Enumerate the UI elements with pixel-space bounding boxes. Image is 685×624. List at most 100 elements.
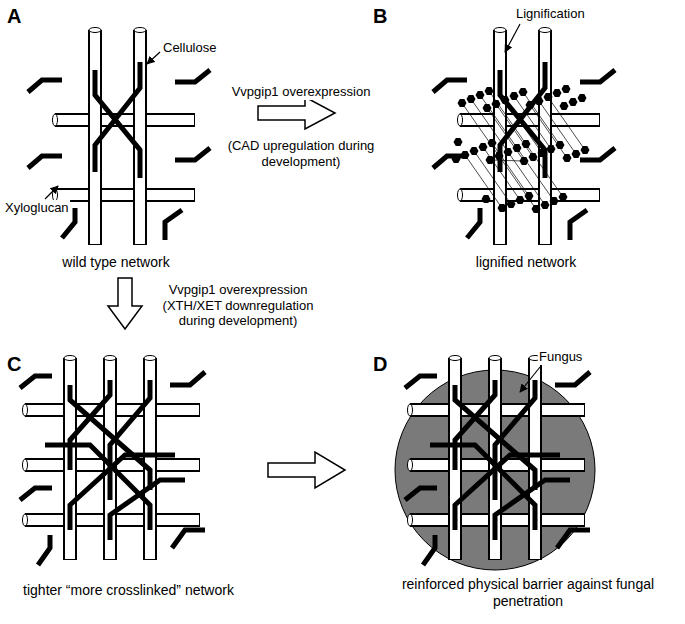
lignin-unit <box>560 102 569 110</box>
lignin-unit <box>547 145 556 153</box>
xyloglucan-chain <box>495 480 570 540</box>
cellulose-end <box>144 356 156 361</box>
lignin-unit <box>563 154 572 162</box>
lignin-unit <box>544 93 553 101</box>
lignin-link <box>548 97 585 150</box>
cellulose-fibril <box>461 115 599 125</box>
cellulose-end <box>104 356 116 361</box>
cellulose-end <box>89 28 101 33</box>
lignin-link <box>517 148 554 201</box>
lignin-unit <box>492 100 501 108</box>
panel-letter: C <box>6 352 22 376</box>
xyloglucan-chain <box>580 70 615 82</box>
leader-line <box>505 24 520 52</box>
xyloglucan-chain <box>95 62 140 172</box>
xyloglucan-chain <box>110 480 185 540</box>
panel-caption: wild type network <box>20 254 212 271</box>
lignin-unit <box>559 193 568 201</box>
block-arrow <box>258 97 335 129</box>
xyloglucan-chain <box>455 455 560 530</box>
lignin-unit <box>467 95 476 103</box>
lignin-unit <box>535 97 544 105</box>
panel-caption: lignified network <box>425 254 627 271</box>
lignin-unit <box>495 152 504 160</box>
xyloglucan-chain <box>20 488 52 500</box>
cellulose-end <box>458 114 463 126</box>
lignin-link <box>471 99 508 152</box>
cellulose-end <box>64 356 76 361</box>
lignin-unit <box>562 85 571 93</box>
lignin-unit <box>522 140 531 148</box>
panel-caption: reinforced physical barrier against fung… <box>382 576 674 610</box>
cellulose-outline <box>55 113 195 127</box>
cellulose-end <box>23 459 28 471</box>
lignin-unit <box>486 156 495 164</box>
lignin-unit <box>516 196 525 204</box>
cellulose-fibril <box>56 190 194 200</box>
lignin-link <box>499 156 536 209</box>
cellulose-end <box>449 356 461 361</box>
lignin-unit <box>538 149 547 157</box>
xyloglucan-chain <box>70 455 175 530</box>
lignin-unit <box>572 150 581 158</box>
panel-letter: B <box>372 4 388 28</box>
lignin-unit <box>553 89 562 97</box>
lignin-link <box>465 155 502 208</box>
lignin-unit <box>483 104 492 112</box>
lignin-link <box>505 100 542 153</box>
xyloglucan-chain <box>570 210 587 240</box>
xyloglucan-chain <box>555 372 590 385</box>
xyloglucan-chain <box>433 156 467 168</box>
lignin-link <box>480 95 517 148</box>
xyloglucan-chain <box>467 208 480 238</box>
lignin-unit <box>556 141 565 149</box>
part-label: Lignification <box>515 6 586 22</box>
xyloglucan-chain <box>172 530 205 548</box>
lignin-unit <box>525 192 534 200</box>
lignin-unit <box>479 143 488 151</box>
xyloglucan-chain <box>557 530 590 548</box>
block-arrow <box>268 452 345 488</box>
lignin-link <box>487 108 524 161</box>
part-label: Fungus <box>538 349 583 365</box>
xyloglucan-chain <box>175 70 210 82</box>
lignin-unit <box>541 201 550 209</box>
xyloglucan-chain <box>175 148 210 160</box>
lignin-unit <box>482 195 491 203</box>
network-group <box>20 28 615 566</box>
cellulose-outline <box>460 113 600 127</box>
lignin-unit <box>452 155 461 163</box>
lignin-unit <box>520 157 529 165</box>
xyloglucan-chain <box>28 80 62 92</box>
xyloglucan-chain <box>430 445 535 530</box>
cellulose-end <box>539 28 551 33</box>
lignin-link <box>489 91 526 144</box>
cellulose-fibril <box>461 190 599 200</box>
lignin-link <box>523 92 560 145</box>
cellulose-outline <box>460 188 600 202</box>
cellulose-fibril <box>56 115 194 125</box>
lignin-link <box>526 144 563 197</box>
block-arrow <box>108 278 142 329</box>
xyloglucan-chain <box>28 156 62 168</box>
panel-letter: D <box>372 352 388 376</box>
arrow-label: (CAD upregulation during development) <box>222 138 380 169</box>
lignin-link <box>508 152 545 205</box>
lignin-unit <box>461 151 470 159</box>
lignin-unit <box>569 98 578 106</box>
leader-line <box>520 367 540 392</box>
panel-letter: A <box>6 4 22 28</box>
lignin-unit <box>578 94 587 102</box>
arrow-label: Vvpgip1 overexpression <box>222 84 380 100</box>
xyloglucan-chain <box>433 80 467 92</box>
xyloglucan-chain <box>20 376 52 388</box>
lignin-unit <box>470 147 479 155</box>
cellulose-end <box>408 404 413 416</box>
lignin-unit <box>454 138 463 146</box>
cellulose-end <box>23 514 28 526</box>
lignin-unit <box>529 153 538 161</box>
cellulose-end <box>408 459 413 471</box>
lignin-link <box>462 103 499 156</box>
xyloglucan-chain <box>165 210 182 240</box>
